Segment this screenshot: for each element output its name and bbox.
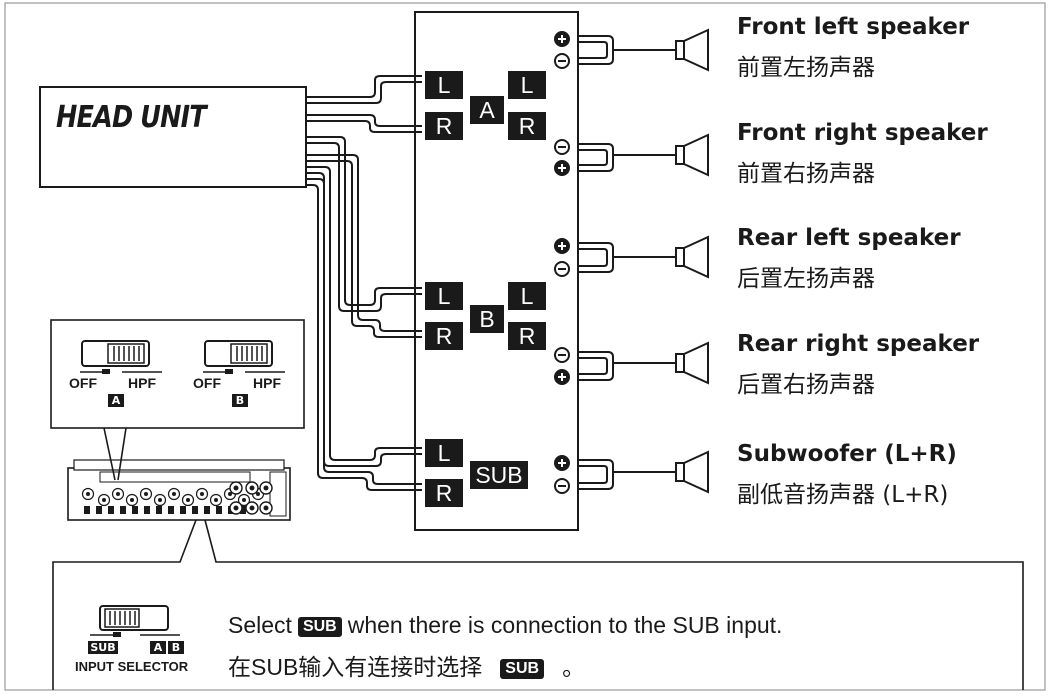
channel-b-left-in: L (425, 282, 463, 310)
speaker-icon (675, 450, 709, 494)
speaker-icon (675, 235, 709, 279)
terminal-loop (578, 351, 614, 381)
speaker-label-rear-left-zh: 后置左扬声器 (737, 266, 875, 292)
channel-a-left-out: L (508, 71, 546, 99)
selector-callout (52, 519, 1024, 690)
channel-a-right-in: R (425, 112, 463, 140)
note-zh-badge: SUB (500, 659, 545, 679)
wire-sub-left (306, 166, 422, 467)
channel-a-right-out: R (508, 112, 546, 140)
note-line-zh: 在SUB输入有连接时选择 SUB 。 (228, 648, 585, 682)
speaker-outputs (554, 28, 709, 494)
input-selector-label: INPUT SELECTOR (75, 659, 189, 674)
channel-sub-group: SUB (470, 461, 528, 489)
speaker-label-front-right-zh: 前置右扬声器 (737, 161, 875, 187)
input-selector-a-badge: A (150, 641, 166, 654)
wire-sub-right (306, 178, 422, 491)
channel-sub-left-in: L (425, 439, 463, 467)
plus-terminal-icon (554, 160, 570, 176)
minus-terminal-icon (554, 347, 570, 363)
note-en-after: when there is connection to the SUB inpu… (347, 612, 783, 638)
wire-b-left (306, 136, 422, 312)
outer-frame (4, 2, 1046, 691)
speaker-label-rear-right-zh: 后置右扬声器 (737, 372, 875, 398)
filter-a-hpf-label: HPF (128, 375, 156, 391)
filter-a-badge: A (108, 394, 124, 407)
channel-a-left-in: L (425, 71, 463, 99)
minus-terminal-icon (554, 139, 570, 155)
speaker-icon (675, 341, 709, 385)
terminal-loop (578, 459, 614, 490)
speaker-icon (675, 28, 709, 72)
speaker-label-subwoofer: Subwoofer (L+R) (737, 441, 957, 467)
minus-terminal-icon (554, 261, 570, 277)
speaker-output-subwoofer (554, 450, 709, 494)
minus-terminal-icon (554, 53, 570, 69)
speaker-label-front-left-zh: 前置左扬声器 (737, 55, 875, 81)
input-selector-graphic (90, 605, 180, 637)
speaker-label-front-right: Front right speaker (737, 120, 988, 146)
note-en-before: Select (228, 612, 292, 638)
minus-terminal-icon (554, 478, 570, 494)
speaker-output-front-left (554, 28, 709, 72)
plus-terminal-icon (554, 31, 570, 47)
switch-callout (50, 319, 305, 481)
filter-b-hpf-label: HPF (253, 375, 281, 391)
speaker-output-rear-right (554, 341, 709, 385)
head-unit-box (39, 86, 307, 188)
channel-b-right-out: R (508, 322, 546, 350)
wire-a-left (306, 75, 422, 104)
amplifier-illustration (67, 459, 291, 521)
channel-b-right-in: R (425, 322, 463, 350)
plus-terminal-icon (554, 369, 570, 385)
filter-b-off-label: OFF (193, 375, 221, 391)
speaker-label-rear-right: Rear right speaker (737, 331, 980, 357)
channel-a-group: A (470, 96, 504, 124)
terminal-loop (578, 143, 614, 172)
input-selector-b-badge: B (168, 641, 184, 654)
channel-b-left-out: L (508, 282, 546, 310)
plus-terminal-icon (554, 455, 570, 471)
channel-b-group: B (470, 305, 504, 333)
plus-terminal-icon (554, 238, 570, 254)
speaker-output-front-right (554, 133, 709, 177)
channel-sub-right-in: R (425, 479, 463, 507)
filter-a-off-label: OFF (69, 375, 97, 391)
speaker-label-front-left: Front left speaker (737, 14, 970, 40)
filter-switch-b-graphic (203, 340, 285, 374)
wire-b-right (306, 154, 422, 338)
note-zh-before: 在SUB输入有连接时选择 (228, 654, 483, 680)
filter-b-badge: B (232, 394, 248, 407)
wire-a-right (306, 114, 422, 133)
speaker-label-rear-left: Rear left speaker (737, 225, 961, 251)
input-selector-sub-badge: SUB (88, 641, 118, 654)
speaker-icon (675, 133, 709, 177)
speaker-label-subwoofer-zh: 副低音扬声器 (L+R) (737, 482, 949, 508)
note-zh-after: 。 (562, 654, 586, 680)
filter-switch-a-graphic (80, 340, 162, 374)
speaker-output-rear-left (554, 235, 709, 279)
note-en-badge: SUB (297, 617, 342, 637)
head-unit-label: HEAD UNIT (56, 100, 207, 135)
